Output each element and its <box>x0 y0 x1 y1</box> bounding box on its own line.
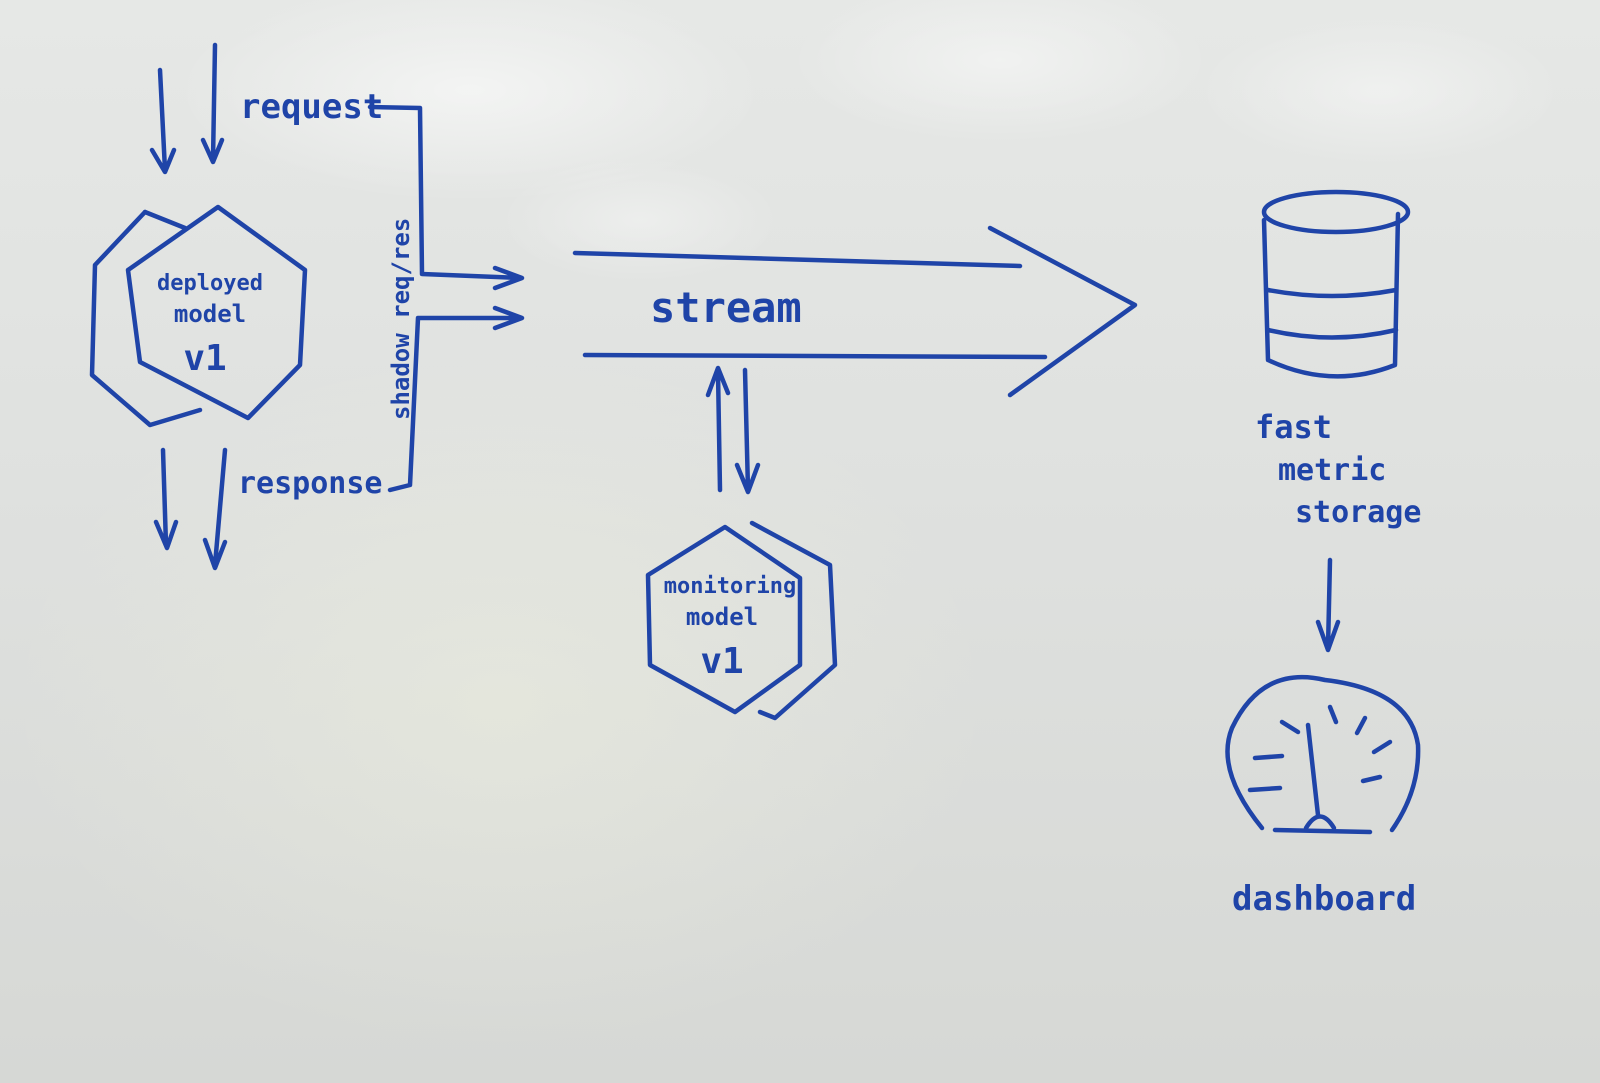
dashboard-label: dashboard <box>1232 879 1416 919</box>
storage-to-dashboard-arrow <box>1318 560 1338 650</box>
outgoing-arrows <box>156 450 225 568</box>
deployed-model-version: v1 <box>183 338 226 379</box>
stream-label: stream <box>650 283 802 332</box>
incoming-arrows <box>152 45 222 172</box>
deployed-model-label-line2: model <box>174 300 246 328</box>
gauge-icon <box>1227 677 1418 832</box>
monitoring-model-version: v1 <box>700 641 743 682</box>
monitoring-model-label-line2: model <box>686 603 758 631</box>
monitoring-model-label-line1: monitoring <box>664 574 796 599</box>
response-label: response <box>238 466 383 501</box>
stream-monitoring-arrows <box>708 368 758 492</box>
deployed-model-label-line1: deployed <box>157 271 263 296</box>
storage-label-line1: fast <box>1255 408 1332 446</box>
storage-label-line3: storage <box>1295 495 1421 530</box>
request-label: request <box>240 87 383 127</box>
database-cylinder-icon <box>1264 192 1408 376</box>
storage-label-line2: metric <box>1278 453 1386 488</box>
shadow-req-res-label: shadow req/res <box>387 218 415 420</box>
